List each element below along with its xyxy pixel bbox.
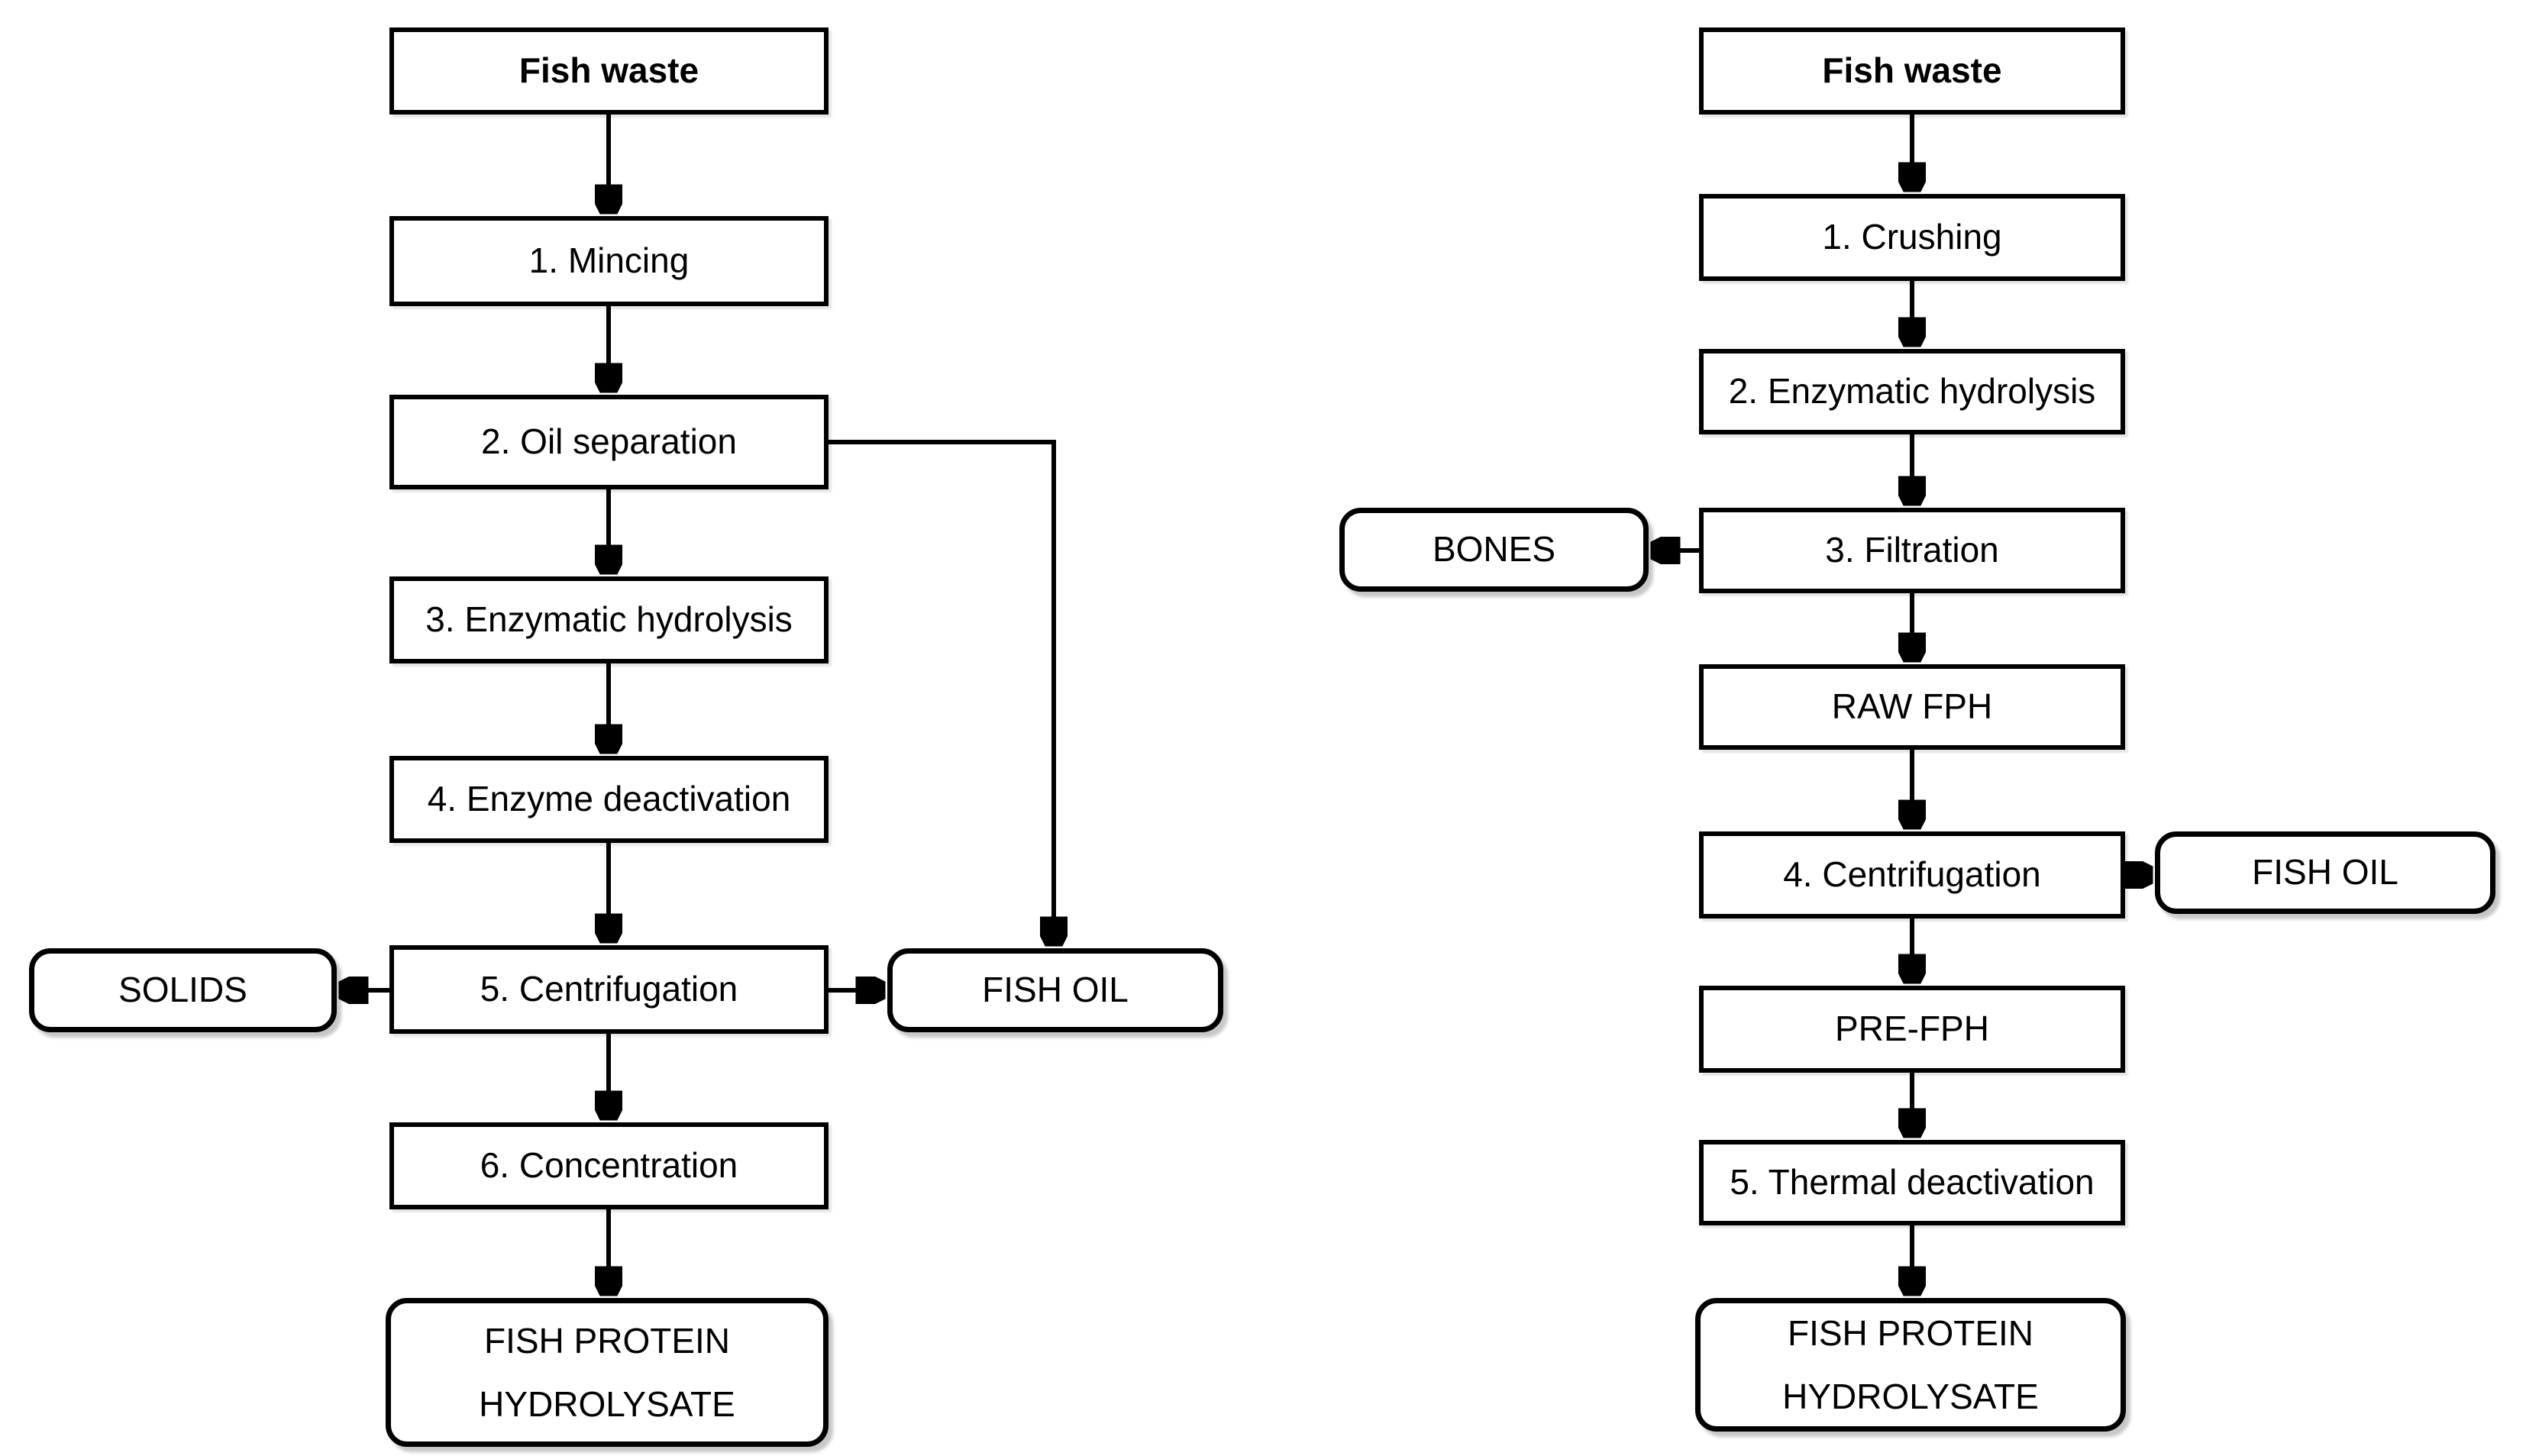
right-node-filtration: 3. Filtration xyxy=(1699,508,2125,593)
right-node-fish-waste: Fish waste xyxy=(1699,27,2125,115)
left-node-oil-separation: 2. Oil separation xyxy=(389,395,829,489)
left-node-fish-protein-hydrolysate: FISH PROTEIN HYDROLYSATE xyxy=(386,1298,829,1447)
right-node-crushing: 1. Crushing xyxy=(1699,194,2125,281)
right-node-pre-fph: PRE-FPH xyxy=(1699,986,2125,1073)
left-node-solids: SOLIDS xyxy=(29,948,337,1032)
right-node-bones: BONES xyxy=(1339,508,1649,592)
right-node-thermal-deactivation: 5. Thermal deactivation xyxy=(1699,1140,2125,1225)
right-node-fish-protein-hydrolysate: FISH PROTEIN HYDROLYSATE xyxy=(1695,1298,2126,1432)
right-node-fish-oil: FISH OIL xyxy=(2155,831,2495,914)
left-node-enzyme-deactivation: 4. Enzyme deactivation xyxy=(389,756,829,843)
left-node-fish-oil: FISH OIL xyxy=(887,948,1223,1032)
left-node-centrifugation: 5. Centrifugation xyxy=(389,945,829,1034)
left-node-mincing: 1. Mincing xyxy=(389,216,829,306)
left-node-concentration: 6. Concentration xyxy=(389,1122,829,1209)
right-node-centrifugation: 4. Centrifugation xyxy=(1699,831,2125,918)
right-node-raw-fph: RAW FPH xyxy=(1699,664,2125,750)
right-node-enzymatic-hydrolysis: 2. Enzymatic hydrolysis xyxy=(1699,349,2125,434)
left-node-enzymatic-hydrolysis: 3. Enzymatic hydrolysis xyxy=(389,576,829,663)
arrow-left-oilseparation-to-fishoil-elbow xyxy=(829,440,1054,945)
left-node-fish-waste: Fish waste xyxy=(389,27,829,115)
